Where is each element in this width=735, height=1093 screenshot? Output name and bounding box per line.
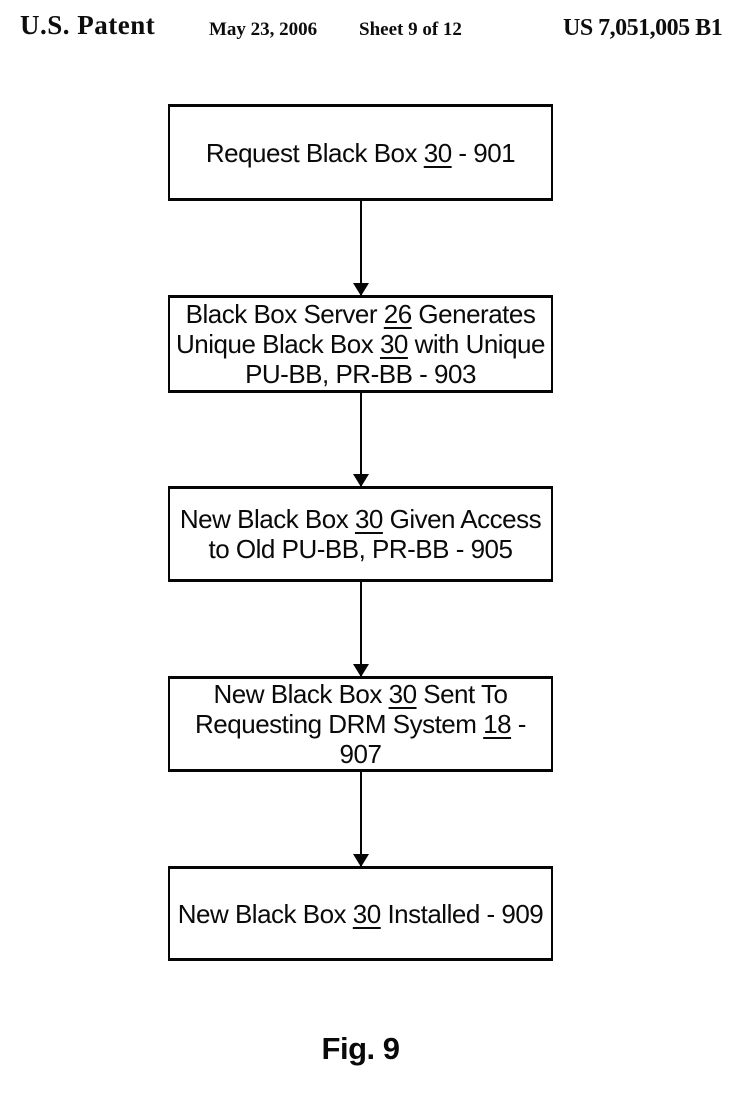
flow-box-text-line: Requesting DRM System 18 - xyxy=(195,709,526,739)
text-segment: Generates xyxy=(411,299,536,329)
text-segment: - xyxy=(511,709,527,739)
flow-arrow-down xyxy=(353,201,369,296)
flow-box-text-line: PU-BB, PR-BB - 903 xyxy=(245,359,476,389)
text-segment: to Old PU-BB, PR-BB - 905 xyxy=(208,534,513,564)
text-segment: Unique Black Box xyxy=(176,329,380,359)
reference-numeral: 30 xyxy=(354,504,383,534)
flow-box-text-line: New Black Box 30 Installed - 909 xyxy=(178,899,544,929)
reference-numeral: 18 xyxy=(483,709,512,739)
arrow-head-icon xyxy=(353,474,369,487)
reference-numeral: 30 xyxy=(388,679,417,709)
patent-date: May 23, 2006 xyxy=(209,19,318,40)
flow-arrow-down xyxy=(353,582,369,677)
flow-box-text-line: Request Black Box 30 - 901 xyxy=(205,137,516,168)
text-segment: New Black Box xyxy=(179,504,355,534)
flow-box-text-line: New Black Box 30 Sent To xyxy=(214,679,508,709)
flow-box-text-line: Black Box Server 26 Generates xyxy=(186,299,536,329)
arrow-head-icon xyxy=(353,854,369,867)
flow-box-text-line: to Old PU-BB, PR-BB - 905 xyxy=(209,534,513,564)
text-segment: Installed - 909 xyxy=(380,898,544,929)
patent-number: US 7,051,005 B1 xyxy=(563,15,723,41)
text-segment: New Black Box xyxy=(177,898,353,929)
text-segment: Given Access xyxy=(382,504,542,534)
text-segment: Requesting DRM System xyxy=(195,709,484,739)
flow-box-text-line: New Black Box 30 Given Access xyxy=(179,504,542,534)
text-segment: PU-BB, PR-BB - 903 xyxy=(245,359,476,389)
text-segment: New Black Box xyxy=(213,679,389,709)
arrow-head-icon xyxy=(353,283,369,296)
flow-box-901: Request Black Box 30 - 901 xyxy=(168,104,553,201)
text-segment: Request Black Box xyxy=(205,137,424,168)
reference-numeral: 30 xyxy=(352,898,381,929)
flow-box-text-line: 907 xyxy=(340,739,382,769)
arrow-head-icon xyxy=(353,664,369,677)
reference-numeral: 30 xyxy=(379,329,408,359)
text-segment: Black Box Server xyxy=(185,299,384,329)
text-segment: with Unique xyxy=(407,329,546,359)
text-segment: 907 xyxy=(339,739,382,769)
reference-numeral: 26 xyxy=(383,299,412,329)
flow-box-909: New Black Box 30 Installed - 909 xyxy=(168,866,553,961)
sheet-number: Sheet 9 of 12 xyxy=(359,19,462,40)
text-segment: - 901 xyxy=(451,137,516,168)
patent-label: U.S. Patent xyxy=(20,10,156,40)
figure-caption: Fig. 9 xyxy=(321,1031,400,1066)
text-segment: Sent To xyxy=(416,679,508,709)
flow-arrow-down xyxy=(353,772,369,867)
reference-numeral: 30 xyxy=(423,137,452,168)
flow-box-text-line: Unique Black Box 30 with Unique xyxy=(176,329,545,359)
flow-arrow-down xyxy=(353,393,369,487)
